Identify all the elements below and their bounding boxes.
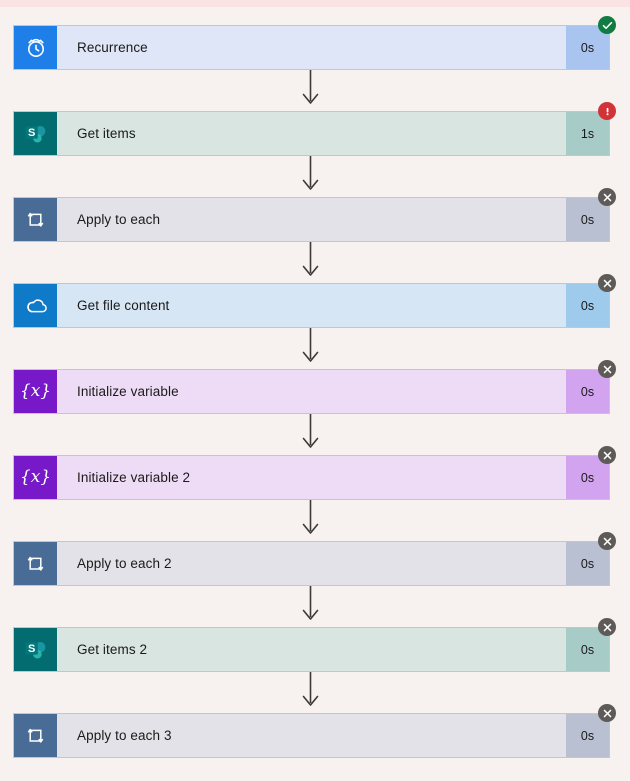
action-title: Apply to each 3: [77, 728, 172, 743]
status-badge-skipped[interactable]: [598, 274, 616, 292]
action-duration: 1s: [566, 112, 609, 155]
action-card[interactable]: S Get items 1s: [13, 111, 610, 156]
loop-icon: [14, 714, 57, 757]
loop-icon: [14, 542, 57, 585]
status-badge-skipped[interactable]: [598, 188, 616, 206]
status-badge-succeeded[interactable]: [598, 16, 616, 34]
status-badge-skipped[interactable]: [598, 446, 616, 464]
status-badge-failed[interactable]: [598, 102, 616, 120]
flow-node: S Get items 2 0s: [0, 609, 630, 706]
sharepoint-icon: S: [14, 112, 57, 155]
onedrive-icon: [14, 284, 57, 327]
action-title: Apply to each: [77, 212, 161, 227]
flow-node: Apply to each 3 0s: [0, 695, 630, 781]
action-title: Get items: [77, 126, 136, 141]
action-card[interactable]: Get file content 0s: [13, 283, 610, 328]
variable-icon: {x}: [14, 370, 57, 413]
action-title: Apply to each 2: [77, 556, 172, 571]
loop-icon: [14, 198, 57, 241]
action-duration: 0s: [566, 542, 609, 585]
svg-text:S: S: [28, 643, 35, 655]
action-duration: 0s: [566, 26, 609, 69]
action-duration: 0s: [566, 456, 609, 499]
flow-node: Apply to each 2 0s: [0, 523, 630, 620]
action-title: Get file content: [77, 298, 170, 313]
sharepoint-icon: S: [14, 628, 57, 671]
action-duration: 0s: [566, 198, 609, 241]
action-card[interactable]: S Get items 2 0s: [13, 627, 610, 672]
action-title: Get items 2: [77, 642, 148, 657]
action-title: Initialize variable 2: [77, 470, 191, 485]
top-accent-band: [0, 0, 630, 7]
flow-node: {x} Initialize variable 0s: [0, 351, 630, 448]
status-badge-skipped[interactable]: [598, 532, 616, 550]
flow-node: Apply to each 0s: [0, 179, 630, 276]
variable-icon: {x}: [14, 456, 57, 499]
flow-node: Recurrence 0s: [0, 7, 630, 104]
action-card[interactable]: {x} Initialize variable 2 0s: [13, 455, 610, 500]
status-badge-skipped[interactable]: [598, 360, 616, 378]
action-card[interactable]: Recurrence 0s: [13, 25, 610, 70]
action-duration: 0s: [566, 370, 609, 413]
flow-node: {x} Initialize variable 2 0s: [0, 437, 630, 534]
action-card[interactable]: Apply to each 3 0s: [13, 713, 610, 758]
action-card[interactable]: {x} Initialize variable 0s: [13, 369, 610, 414]
action-title: Recurrence: [77, 40, 148, 55]
clock-icon: [14, 26, 57, 69]
action-card[interactable]: Apply to each 0s: [13, 197, 610, 242]
action-duration: 0s: [566, 714, 609, 757]
action-title: Initialize variable: [77, 384, 179, 399]
action-card[interactable]: Apply to each 2 0s: [13, 541, 610, 586]
action-duration: 0s: [566, 284, 609, 327]
action-duration: 0s: [566, 628, 609, 671]
status-badge-skipped[interactable]: [598, 618, 616, 636]
status-badge-skipped[interactable]: [598, 704, 616, 722]
flow-node: Get file content 0s: [0, 265, 630, 362]
flow-node: S Get items 1s: [0, 93, 630, 190]
svg-text:S: S: [28, 127, 35, 139]
